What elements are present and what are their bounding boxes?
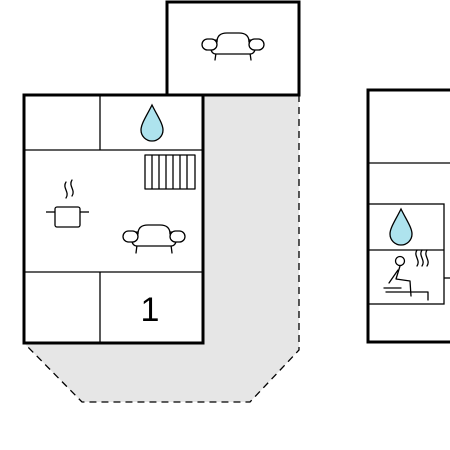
sofa-icon <box>201 32 265 61</box>
water-drop-icon <box>389 207 413 246</box>
sauna-person-icon <box>383 249 429 301</box>
water-drop-icon <box>140 103 164 142</box>
bedroom-number: 1 <box>141 291 160 329</box>
house-outer-wall <box>22 93 205 345</box>
sofa-icon <box>122 224 186 254</box>
cooking-pot-icon <box>46 179 89 228</box>
radiator-icon <box>144 154 196 190</box>
sauna-room <box>367 203 445 305</box>
terrace-area <box>24 95 299 402</box>
terrace-outline <box>23 95 300 403</box>
room-living-top <box>165 0 301 97</box>
